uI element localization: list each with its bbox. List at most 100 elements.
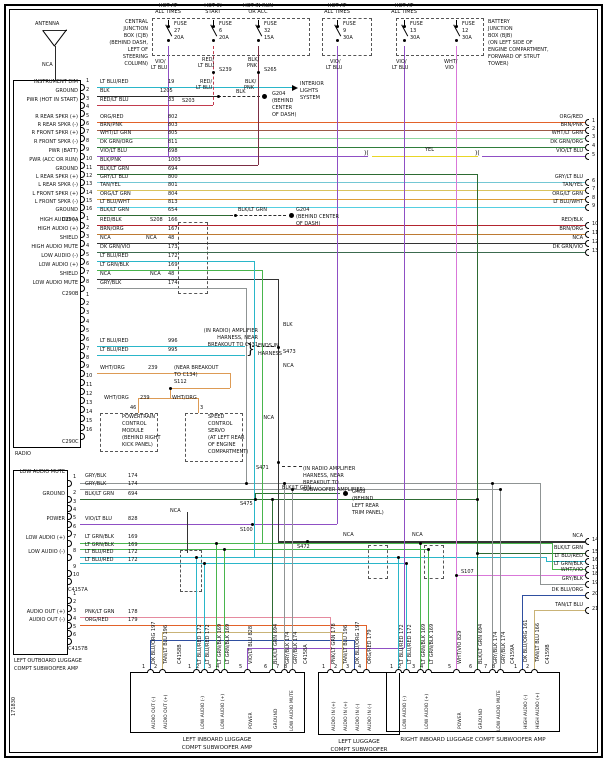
- connector-pin: [81, 248, 85, 256]
- label: COMPARTMENT): [208, 449, 249, 455]
- connector-pin: [68, 596, 72, 604]
- pin-number: 1: [86, 292, 90, 298]
- label: 6: [219, 28, 223, 34]
- connector-pin: [81, 315, 85, 323]
- pin-number: 14: [86, 409, 93, 415]
- pin-number: 1: [86, 216, 90, 222]
- label: TO C134): [174, 372, 198, 378]
- speed-servo-box: [185, 413, 243, 462]
- wire: [97, 147, 585, 148]
- wire: [522, 595, 585, 596]
- label: GRY/BLK: [85, 481, 107, 487]
- label: DK BLU/ORG 197: [151, 621, 157, 664]
- amp-label: LEFT OUTBOARD LUGGAGE: [14, 658, 82, 664]
- label: (NEAR BREAKOUT: [174, 365, 219, 371]
- label: 802: [168, 114, 178, 120]
- edge-wire-label: LT BLU/WHT: [553, 199, 583, 205]
- fuse-lead: [258, 20, 259, 26]
- edge-wire-label: NCA: [572, 235, 583, 241]
- pin-number: 4: [73, 507, 77, 513]
- connector-pin: [473, 669, 481, 673]
- label: AUDIO IN (+): [332, 701, 337, 731]
- connector-c290a: C290A: [62, 217, 79, 223]
- label: GROUND: [55, 166, 78, 172]
- connector-pin: [81, 405, 85, 413]
- wire: [372, 156, 478, 157]
- pin-number: 2: [86, 225, 90, 231]
- splice-s473: S473: [283, 349, 296, 355]
- label: COLUMN): [124, 61, 148, 67]
- label: LOW AUDIO (+): [25, 535, 65, 541]
- pin-number: 9: [73, 564, 77, 570]
- connector-pin: [288, 669, 296, 673]
- label: 174: [128, 481, 138, 487]
- label: NCA: [283, 363, 294, 369]
- wire: [230, 373, 231, 388]
- connector-pin: [81, 178, 85, 186]
- page-edge-connector: [585, 606, 589, 614]
- label: 698: [168, 148, 178, 154]
- connector-pin: [350, 669, 358, 673]
- label: FUSE: [219, 21, 232, 27]
- label: BOX (BJB): [488, 33, 513, 39]
- pin-number: 5: [86, 252, 90, 258]
- label: PWR (HOT IN START): [26, 97, 79, 103]
- pin-number: 6: [86, 261, 90, 267]
- pin-number: 6: [73, 524, 77, 530]
- wire: [80, 625, 366, 626]
- label: WHT/ORG: [100, 365, 125, 371]
- connector-pin: [243, 669, 251, 673]
- connector-pin: [81, 170, 85, 178]
- connector-pin: [81, 432, 85, 440]
- label: LT BLU/RED 172: [407, 624, 413, 664]
- pin-number: 3: [73, 499, 77, 505]
- pin-number: 4: [216, 664, 220, 670]
- connector-pin: [496, 669, 504, 673]
- wire: [282, 466, 302, 468]
- label: LT BLU/RED: [100, 347, 129, 353]
- wire: [97, 373, 230, 374]
- connector-c290b: C290B: [62, 291, 79, 297]
- label: BLK/LT GRN 694: [478, 623, 484, 664]
- fuse-terminal: [212, 24, 215, 28]
- wire: [43, 30, 67, 31]
- label: CONTROL: [122, 421, 147, 427]
- junction-dot: [276, 460, 280, 464]
- label: MODULE: [122, 428, 144, 434]
- junction-dot: [475, 551, 479, 555]
- wire: [97, 165, 258, 166]
- junction-dot: [211, 70, 215, 74]
- label: R FRONT SPKR (-): [34, 139, 78, 145]
- wire: [97, 243, 585, 244]
- edge-wire-number: 7: [592, 186, 596, 192]
- label: 179: [128, 617, 138, 623]
- label: AUDIO OUT (+): [164, 694, 169, 729]
- pin-number: 4: [420, 664, 424, 670]
- label: AUDIO IN (-): [356, 703, 361, 731]
- junction-dot: [290, 487, 294, 491]
- pin-number: 2: [86, 301, 90, 307]
- fuse-terminal: [455, 24, 458, 28]
- pin-number: 7: [276, 664, 280, 670]
- label: 33: [168, 97, 175, 103]
- wire: [138, 398, 198, 399]
- edge-wire-label: ORG/LT GRN: [552, 191, 583, 197]
- fuse-terminal: [336, 24, 339, 28]
- label: 805: [168, 130, 178, 136]
- label: LT BLU/WHT: [100, 199, 130, 205]
- wire: [398, 557, 399, 672]
- pin-number: 8: [73, 548, 77, 554]
- page-edge-connector: [585, 537, 589, 545]
- wire: [278, 279, 279, 541]
- label: AUDIO OUT (+): [26, 609, 65, 615]
- fuse-terminal: [403, 24, 406, 28]
- wire: [162, 632, 163, 672]
- label: (ON LEFT SIDE OF: [488, 40, 533, 46]
- pin-number: 4: [86, 319, 90, 325]
- connector-pin: [530, 669, 538, 673]
- connector-pin: [81, 257, 85, 265]
- label: LOW AUDIO (-): [403, 695, 408, 729]
- connector-pin: [402, 669, 410, 673]
- wire: [252, 346, 274, 348]
- label: 9: [343, 28, 347, 34]
